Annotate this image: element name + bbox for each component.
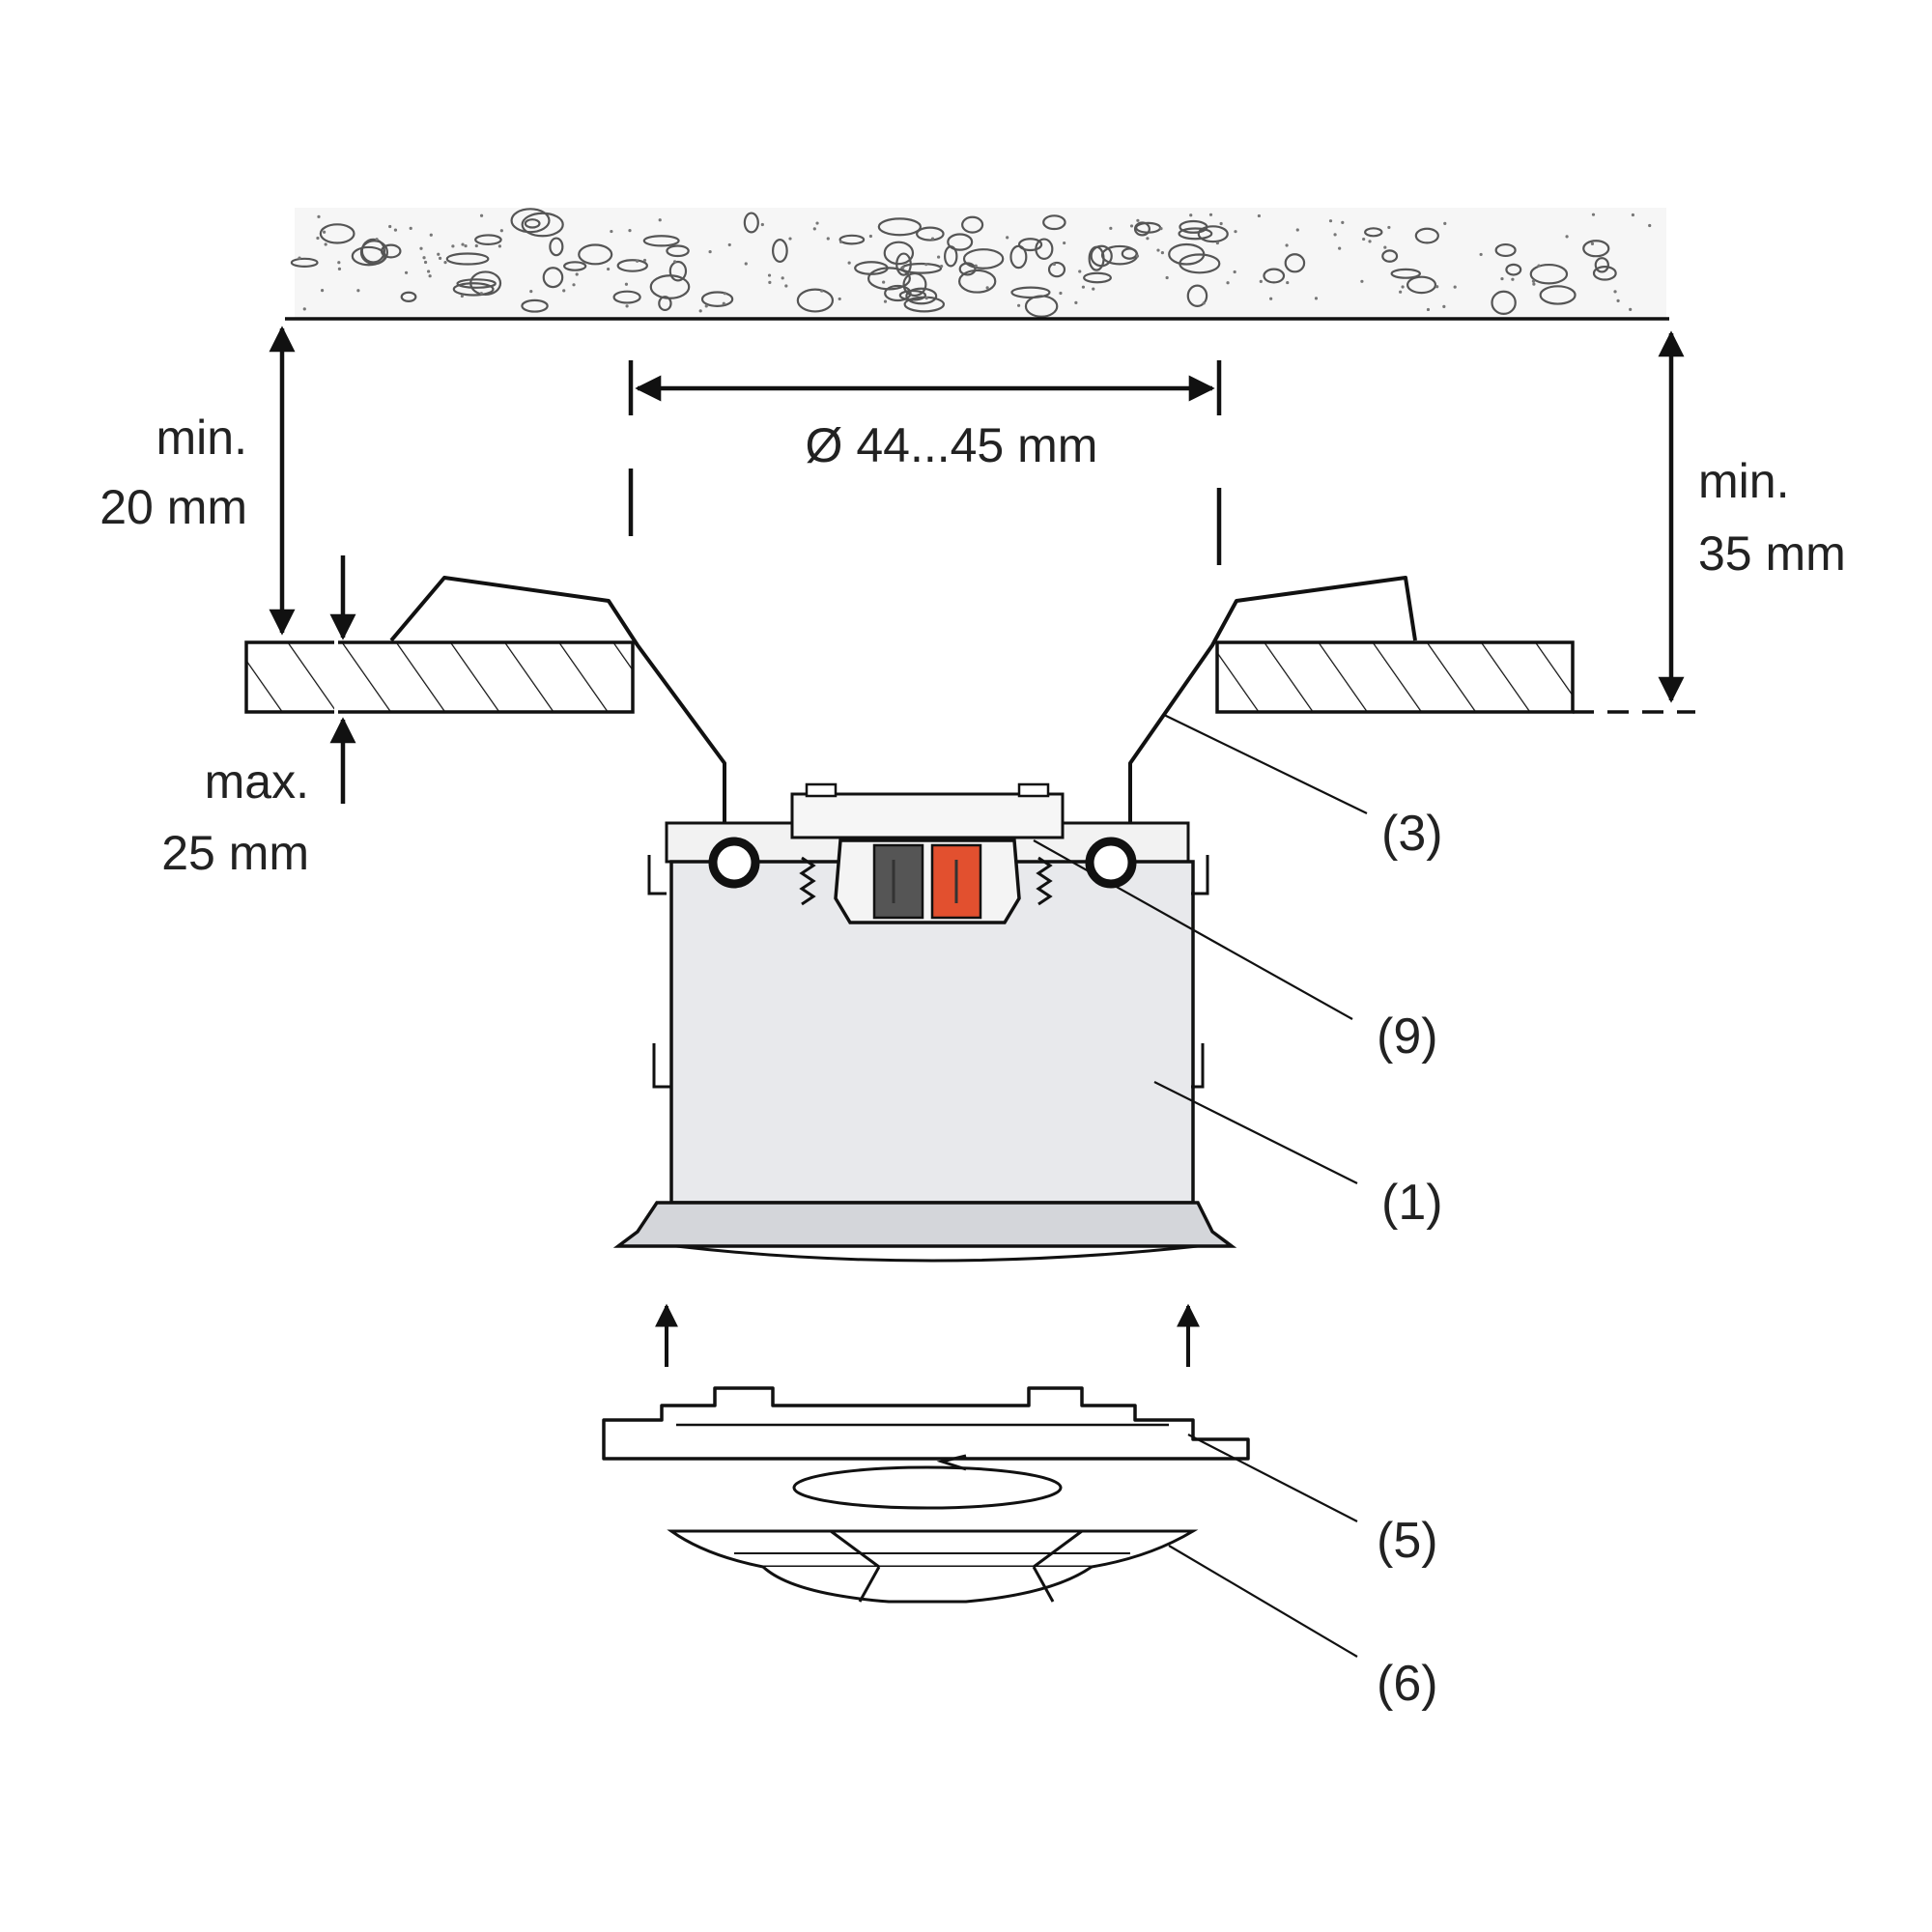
label-part-3: (3) bbox=[1381, 806, 1443, 862]
mounting-ring bbox=[602, 1386, 1250, 1461]
ceiling-panel bbox=[244, 638, 1695, 717]
dimension-diameter bbox=[628, 360, 1222, 565]
connection-terminal bbox=[790, 782, 1065, 924]
sensor-cover bbox=[667, 1529, 1199, 1604]
depth-min-label-1: min. bbox=[1698, 454, 1789, 508]
thickness-max-label-2: 25 mm bbox=[161, 826, 309, 880]
leader-lines bbox=[1033, 714, 1368, 1658]
diameter-label: Ø 44...45 mm bbox=[806, 418, 1098, 472]
label-part-9: (9) bbox=[1377, 1009, 1438, 1065]
rotation-arrow bbox=[792, 1454, 1063, 1510]
depth-min-label-2: 35 mm bbox=[1698, 526, 1846, 581]
label-part-6: (6) bbox=[1377, 1656, 1438, 1712]
label-part-5: (5) bbox=[1377, 1513, 1438, 1569]
label-part-1: (1) bbox=[1381, 1175, 1443, 1231]
concrete-ceiling bbox=[285, 208, 1669, 321]
insertion-arrows bbox=[655, 1303, 1200, 1367]
thickness-max-label-1: max. bbox=[205, 754, 309, 809]
spring-clip bbox=[389, 576, 1417, 840]
gap-min-label-1: min. bbox=[156, 411, 247, 465]
gap-min-label-2: 20 mm bbox=[99, 480, 247, 534]
